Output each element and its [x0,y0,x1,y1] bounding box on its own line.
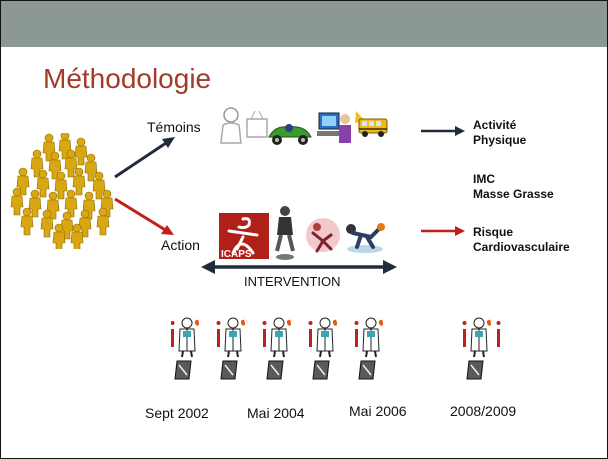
slide-title: Méthodologie [43,63,212,94]
branch-arrows [114,137,175,235]
crowd-figures-icon [10,133,114,249]
icaps-logo-icon: ICAPS [219,213,269,259]
icaps-logo-text: ICAPS [221,249,252,259]
timeline-date-2: Mai 2004 [247,405,305,421]
jumping-person-icon [275,206,295,260]
timeline-date-1: Sept 2002 [145,405,209,421]
timeline-date-4: 2008/2009 [450,403,517,419]
arrow-action [114,197,168,233]
timeline-date-3: Mai 2006 [349,403,407,419]
arrow-temoins [114,139,170,179]
intervention-arrow [201,260,397,274]
arrow-risque [421,226,465,236]
basketball-player-icon [346,223,385,253]
action-label: Action [161,237,200,253]
arrow-activite [421,126,465,136]
dancing-figure-icon [306,218,340,253]
outcome-risque: Risque Cardiovasculaire [473,225,570,254]
tv-watcher-icon [220,107,268,144]
intervention-label: INTERVENTION [244,274,341,289]
header-bar [1,1,607,47]
measurement-icons [171,317,384,380]
outcome-imc: IMC Masse Grasse [473,172,554,201]
racing-car-icon [268,124,312,145]
doctor-test-icon-last [461,317,501,380]
outcome-activite: Activité Physique [473,118,527,147]
computer-user-icon [317,112,351,143]
temoins-label: Témoins [147,119,201,135]
school-bus-icon [355,111,388,137]
